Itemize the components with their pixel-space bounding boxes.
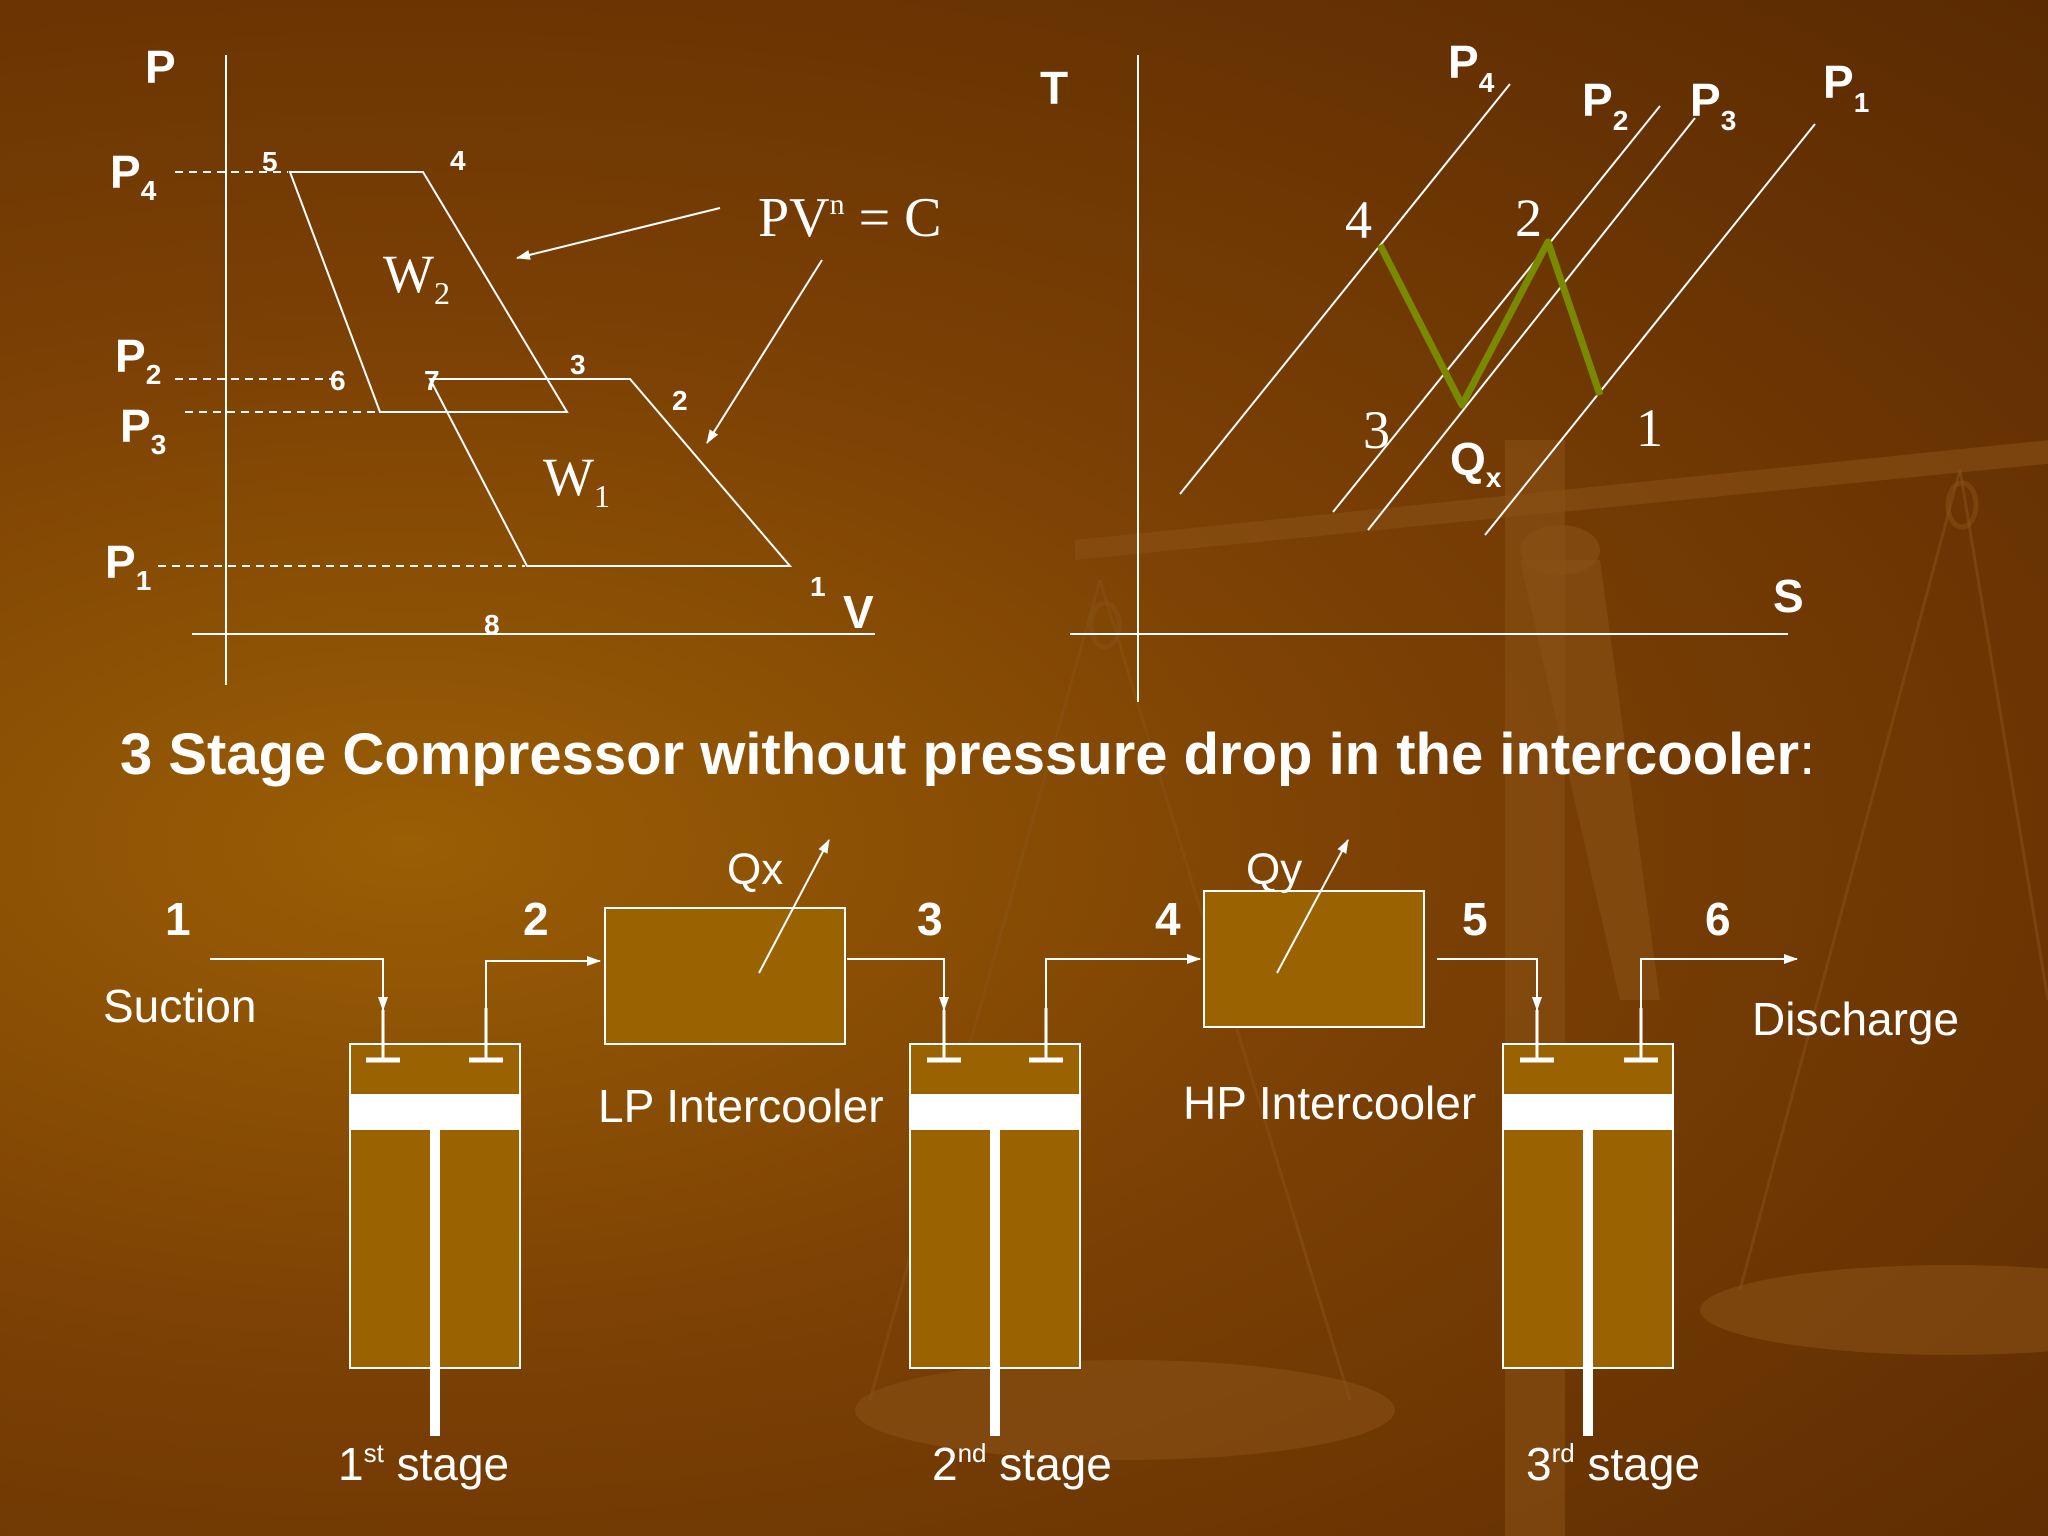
t-axis-label: T <box>1040 62 1068 114</box>
stage-2-piston <box>910 1094 1080 1130</box>
line-lp-to-stage2 <box>847 958 949 1011</box>
qy-arrow <box>1276 839 1349 974</box>
ts-point-4: 4 <box>1345 190 1372 250</box>
p3-label: P3 <box>120 400 166 460</box>
ts-qx-label: Qx <box>1450 433 1502 493</box>
qy-label: Qy <box>1246 845 1302 894</box>
isobar-label-p4: P4 <box>1448 36 1495 98</box>
stage-3-label: 3rd stage <box>1526 1438 1700 1490</box>
ts-diagram: T S P4 P2 P3 P1 4 2 3 1 Qx <box>1040 36 1869 702</box>
p2-label: P2 <box>115 330 161 390</box>
state-4: 4 <box>1155 893 1181 945</box>
line-stage1-to-lp <box>485 956 601 1008</box>
stage-2-label: 2nd stage <box>932 1438 1112 1490</box>
discharge-label: Discharge <box>1752 993 1959 1045</box>
state-6: 6 <box>1705 893 1731 945</box>
suction-label: Suction <box>103 980 256 1032</box>
stage-3-cylinder <box>1502 1008 1674 1436</box>
pvn-arrow-2 <box>706 259 823 444</box>
isobar-p4 <box>1179 83 1511 495</box>
pv-point-7: 7 <box>424 365 440 396</box>
p-axis-label: P <box>145 41 176 93</box>
isobar-label-p1: P1 <box>1823 56 1869 118</box>
stage-1-label: 1st stage <box>338 1438 509 1490</box>
stage-1-piston <box>350 1094 520 1130</box>
discharge-line <box>1640 954 1798 1008</box>
stage-1-cylinder <box>349 1008 521 1436</box>
pv-diagram: P V P4 P2 P3 P1 5 4 6 7 3 2 1 8 W2 W1 PV… <box>105 41 942 685</box>
stage-2-piston-rod <box>990 1130 1000 1436</box>
pv-point-2: 2 <box>672 385 688 416</box>
lp-intercooler-label: LP Intercooler <box>598 1080 884 1132</box>
state-2: 2 <box>523 893 549 945</box>
state-1: 1 <box>165 893 191 945</box>
line-stage2-to-hp <box>1045 954 1201 1008</box>
p4-label: P4 <box>110 146 157 206</box>
stage-1-piston-rod <box>430 1130 440 1436</box>
isobar-p3 <box>1367 117 1696 531</box>
isobar-label-p2: P2 <box>1582 74 1628 136</box>
pvn-arrow-1 <box>516 207 721 260</box>
polytropic-equation: PVn = C <box>758 187 942 249</box>
state-3: 3 <box>917 893 943 945</box>
state-5: 5 <box>1462 893 1488 945</box>
stage-3-piston <box>1503 1094 1673 1130</box>
slide-title: 3 Stage Compressor without pressure drop… <box>120 722 1815 787</box>
v-axis-label: V <box>843 586 874 638</box>
w2-label: W2 <box>383 244 450 311</box>
pv-point-8: 8 <box>484 609 500 640</box>
lp-intercooler-box <box>604 907 846 1045</box>
ts-point-3: 3 <box>1363 400 1390 460</box>
stage-3-piston-rod <box>1583 1130 1593 1436</box>
qx-arrow <box>758 839 830 974</box>
pv-point-6: 6 <box>330 365 346 396</box>
isobar-p2 <box>1332 105 1661 513</box>
compressor-schematic: 1 2 3 4 5 6 Suction Discharge Qx LP Inte… <box>103 839 1959 1490</box>
line-hp-to-stage3 <box>1437 958 1542 1011</box>
ts-process-path <box>1376 238 1604 409</box>
pv-point-3: 3 <box>570 349 586 380</box>
hp-intercooler-label: HP Intercooler <box>1183 1077 1476 1129</box>
balance-scale-watermark <box>855 440 2048 1536</box>
ts-point-2: 2 <box>1515 188 1542 248</box>
isobar-p1 <box>1484 123 1816 536</box>
w2-cycle <box>288 171 569 413</box>
isobar-label-p3: P3 <box>1690 74 1736 136</box>
ts-point-1: 1 <box>1636 398 1663 458</box>
pv-point-4: 4 <box>450 145 466 176</box>
qx-label: Qx <box>727 845 783 894</box>
pv-point-1: 1 <box>810 571 826 602</box>
hp-intercooler-box <box>1203 890 1425 1028</box>
p1-label: P1 <box>105 536 151 596</box>
s-axis-label: S <box>1773 570 1804 622</box>
w1-label: W1 <box>543 447 610 514</box>
pv-point-5: 5 <box>262 146 278 177</box>
w1-cycle <box>428 378 793 567</box>
stage-2-cylinder <box>909 1008 1081 1436</box>
suction-line <box>210 958 388 1011</box>
